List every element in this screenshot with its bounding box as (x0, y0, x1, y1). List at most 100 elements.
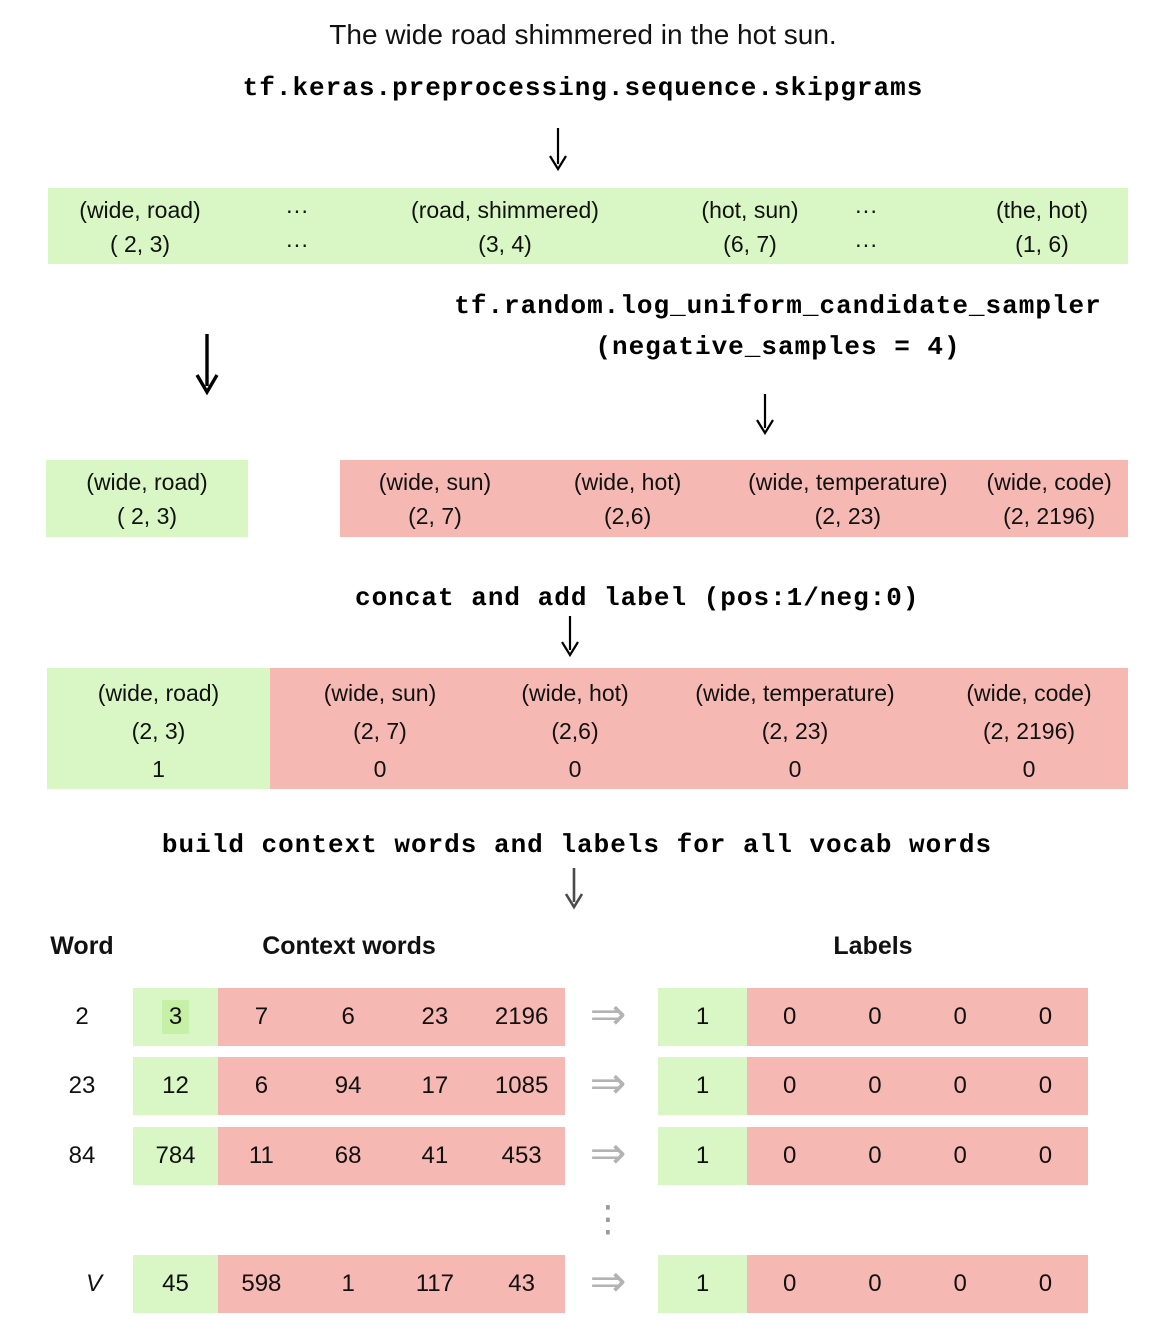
pair-cell: (wide, code) (966, 680, 1092, 706)
column-header-context: Context words (262, 932, 436, 960)
pair-cell: (the, hot) (995, 197, 1089, 223)
negative-context-cell: 1085 (478, 1057, 565, 1115)
context-words-row: 3 7 6 23 2196 (133, 988, 565, 1046)
pair-cell: (wide, road) (79, 197, 201, 223)
implies-arrow-icon: ⇒ (589, 1257, 627, 1306)
negative-context-cell: 453 (478, 1127, 565, 1185)
sampler-argument: (negative_samples = 4) (595, 332, 961, 362)
negative-context-cell: 11 (218, 1127, 305, 1185)
pair-cell: (wide, hot) (521, 680, 629, 706)
negative-label-cell: 0 (832, 1057, 918, 1115)
pair-cell: (wide, temperature) (748, 469, 948, 495)
concat-step-label: concat and add label (pos:1/neg:0) (355, 583, 920, 613)
column-header-labels: Labels (833, 932, 913, 960)
pair-cell: (wide, code) (986, 469, 1112, 495)
build-step-label: build context words and labels for all v… (161, 830, 993, 860)
negative-label-cell: 0 (917, 988, 1003, 1046)
labels-row: 1 0 0 0 0 (658, 1057, 1088, 1115)
ids-cell: (2, 2196) (1003, 503, 1096, 529)
negative-context-cell: 117 (391, 1255, 479, 1313)
label-cell: 0 (568, 756, 582, 782)
skipgram-pairs-band: (wide, road) ··· (road, shimmered) (hot,… (48, 188, 1128, 264)
context-words-row: 45 598 1 117 43 (133, 1255, 565, 1313)
negative-label-cell: 0 (747, 988, 833, 1046)
negative-label-cell: 0 (832, 988, 918, 1046)
word-id: 84 (68, 1142, 96, 1169)
negative-label-cell: 0 (747, 1127, 833, 1185)
down-arrow-icon (549, 128, 567, 172)
ellipsis-cell: ··· (854, 231, 878, 257)
negative-column: (wide, code) (2, 2196) (970, 460, 1128, 537)
concat-table: (wide, road) (2, 3) 1 (wide, sun) (2, 7)… (47, 668, 1128, 789)
negative-context-cell: 7 (218, 988, 305, 1046)
negative-column: (wide, temperature) (2, 23) (725, 460, 970, 537)
negative-context-cell: 17 (391, 1057, 479, 1115)
negative-context-cell: 6 (304, 988, 392, 1046)
negative-label-cell: 0 (832, 1255, 918, 1313)
label-cell: 0 (373, 756, 387, 782)
negative-context-cell: 23 (391, 988, 479, 1046)
down-arrow-icon (756, 394, 774, 436)
negative-label-cell: 0 (1002, 1127, 1088, 1185)
pair-cell: (wide, temperature) (695, 680, 895, 706)
pair-cell: (wide, sun) (323, 680, 437, 706)
labels-row: 1 0 0 0 0 (658, 1127, 1088, 1185)
negative-context-cell: 598 (218, 1255, 305, 1313)
ids-cell: (2, 7) (353, 718, 407, 744)
negative-column: (wide, temperature) (2, 23) 0 (660, 668, 930, 789)
ids-cell: ( 2, 3) (116, 503, 178, 529)
positive-label-cell: 1 (658, 1057, 747, 1115)
ids-cell: (2, 3) (131, 718, 186, 744)
labels-row: 1 0 0 0 0 (658, 988, 1088, 1046)
pair-cell: (road, shimmered) (411, 197, 599, 223)
negative-label-cell: 0 (1002, 1255, 1088, 1313)
ids-cell: (2, 2196) (982, 718, 1076, 744)
label-cell: 0 (1022, 756, 1036, 782)
positive-label-cell: 1 (658, 1255, 747, 1313)
highlighted-context: 3 (161, 1000, 190, 1034)
candidate-sampler-label: tf.random.log_uniform_candidate_sampler … (390, 286, 1166, 368)
ids-cell: (2,6) (551, 718, 599, 744)
pair-cell: (wide, road) (97, 680, 220, 706)
ids-cell: (1, 6) (1015, 231, 1069, 257)
negative-label-cell: 0 (917, 1255, 1003, 1313)
negative-label-cell: 0 (1002, 1057, 1088, 1115)
implies-arrow-icon: ⇒ (589, 1059, 627, 1108)
ellipsis-cell: ··· (285, 197, 309, 223)
ids-cell: ( 2, 3) (109, 231, 171, 257)
negative-label-cell: 0 (917, 1057, 1003, 1115)
pair-cell: (wide, hot) (573, 469, 682, 495)
column-header-word: Word (50, 932, 114, 960)
word-id-vocab-size: V (85, 1270, 102, 1297)
ids-cell: (2,6) (603, 503, 652, 529)
ids-cell: (6, 7) (723, 231, 777, 257)
positive-context-cell: 45 (133, 1255, 218, 1313)
positive-context-cell: 3 (133, 988, 218, 1046)
negative-samples-box: (wide, sun) (2, 7) (wide, hot) (2,6) (wi… (340, 460, 1128, 537)
ellipsis-cell: ··· (285, 231, 309, 257)
skipgrams-function-label: tf.keras.preprocessing.sequence.skipgram… (242, 73, 924, 103)
positive-pair-box: (wide, road) ( 2, 3) (46, 460, 248, 537)
negative-label-cell: 0 (832, 1127, 918, 1185)
implies-arrow-icon: ⇒ (589, 1129, 627, 1178)
negative-label-cell: 0 (747, 1057, 833, 1115)
positive-context-cell: 12 (133, 1057, 218, 1115)
negative-column: (wide, code) (2, 2196) 0 (930, 668, 1128, 789)
ellipsis-cell: ··· (854, 197, 878, 223)
negative-label-cell: 0 (917, 1127, 1003, 1185)
implies-arrow-icon: ⇒ (589, 990, 627, 1039)
negative-column: (wide, hot) (2,6) (530, 460, 725, 537)
negative-label-cell: 0 (747, 1255, 833, 1313)
positive-column: (wide, road) (2, 3) 1 (47, 668, 270, 789)
ids-cell: (2, 23) (761, 718, 829, 744)
sampler-function: tf.random.log_uniform_candidate_sampler (454, 291, 1102, 321)
negative-context-cell: 94 (304, 1057, 392, 1115)
negative-context-cell: 2196 (478, 988, 565, 1046)
positive-label-cell: 1 (658, 1127, 747, 1185)
example-sentence: The wide road shimmered in the hot sun. (329, 19, 837, 50)
negative-context-cell: 1 (304, 1255, 392, 1313)
labels-row: 1 0 0 0 0 (658, 1255, 1088, 1313)
pair-cell: (wide, sun) (378, 469, 492, 495)
negative-column: (wide, sun) (2, 7) (340, 460, 530, 537)
